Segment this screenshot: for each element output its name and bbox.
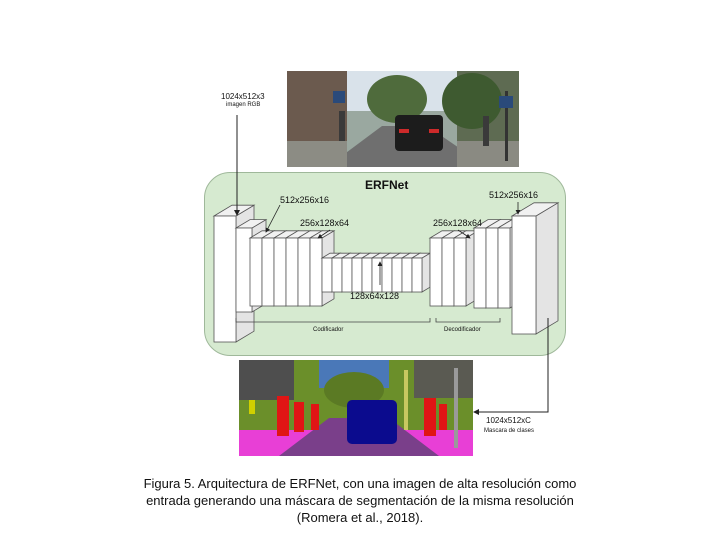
caption-line-1: Figura 5. Arquitectura de ERFNet, con un… bbox=[143, 476, 577, 491]
encoder-dim-a: 512x256x16 bbox=[280, 195, 330, 205]
encoder-dim-b: 256x128x64 bbox=[300, 218, 350, 228]
input-dims-label: 1024x512x3 bbox=[221, 92, 265, 101]
network-title: ERFNet bbox=[365, 178, 409, 192]
layer-block bbox=[321, 257, 333, 293]
decoder-dim-b: 512x256x16 bbox=[489, 190, 539, 200]
layer-block bbox=[381, 257, 393, 293]
caption-line-3: (Romera et al., 2018). bbox=[296, 510, 424, 525]
caption-line-2: entrada generando una máscara de segment… bbox=[146, 493, 574, 508]
input-rgb-image bbox=[287, 71, 519, 167]
layer-block bbox=[429, 237, 443, 307]
layer-block bbox=[297, 237, 311, 307]
output-segmentation-mask bbox=[239, 360, 473, 456]
encoder-label: Codificador bbox=[313, 327, 344, 333]
layer-block bbox=[273, 237, 287, 307]
layer-block bbox=[213, 215, 237, 343]
layer-block bbox=[485, 227, 499, 309]
encoder-brace bbox=[235, 318, 431, 323]
layer-block bbox=[391, 257, 403, 293]
output-dims-label: 1024x512xC bbox=[486, 416, 531, 425]
layer-block bbox=[331, 257, 343, 293]
layer-block bbox=[309, 237, 323, 307]
layer-block-side bbox=[421, 252, 431, 293]
layer-block bbox=[351, 257, 363, 293]
layer-block bbox=[361, 257, 373, 293]
layer-block bbox=[261, 237, 275, 307]
layer-block bbox=[249, 237, 263, 307]
decoder-label: Decodificador bbox=[444, 327, 481, 333]
decoder-brace bbox=[435, 318, 501, 323]
layer-block bbox=[341, 257, 353, 293]
output-sub-label: Mascara de clases bbox=[484, 428, 535, 434]
decoder-dim-a: 256x128x64 bbox=[433, 218, 483, 228]
layer-block bbox=[497, 227, 511, 309]
layer-block bbox=[285, 237, 299, 307]
output-arrow bbox=[473, 318, 549, 415]
figure-caption: Figura 5. Arquitectura de ERFNet, con un… bbox=[60, 475, 660, 526]
layer-block-side bbox=[535, 202, 559, 335]
layer-block bbox=[473, 227, 487, 309]
layer-block bbox=[453, 237, 467, 307]
layer-block bbox=[371, 257, 383, 293]
encoder-dim-c: 128x64x128 bbox=[350, 291, 400, 301]
layer-block bbox=[511, 215, 537, 335]
input-sub-label: imagen RGB bbox=[226, 102, 261, 108]
layer-block bbox=[401, 257, 413, 293]
layer-block bbox=[441, 237, 455, 307]
layer-block bbox=[411, 257, 423, 293]
